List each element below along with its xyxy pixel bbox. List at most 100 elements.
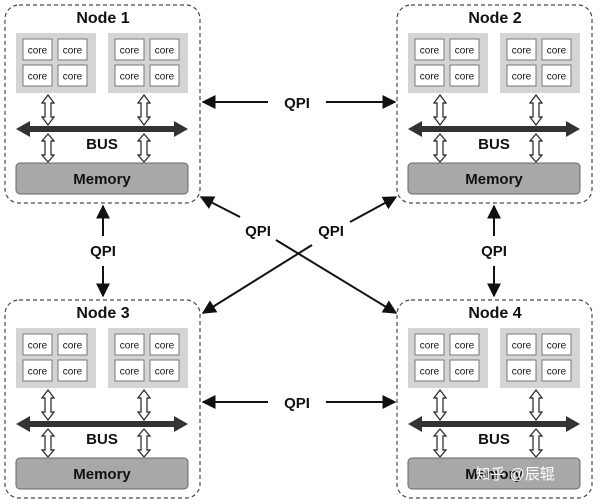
core-label: core [512, 46, 532, 57]
core-label: core [455, 46, 475, 57]
core-label: core [420, 341, 440, 352]
node-title: Node 3 [76, 305, 129, 322]
memory-label: Memory [73, 466, 131, 483]
core-box [541, 38, 572, 61]
memory-box [15, 162, 189, 195]
qpi-label-right: QPI [481, 243, 507, 260]
bus-arrow [16, 416, 188, 432]
double-arrow-icon [136, 94, 152, 126]
core-label: core [120, 367, 140, 378]
core-label: core [155, 46, 175, 57]
memory-label: Memory [465, 466, 523, 483]
core-box [414, 38, 445, 61]
core-box [57, 64, 88, 87]
double-arrow-icon [432, 428, 448, 458]
core-box [22, 38, 53, 61]
core-label: core [512, 72, 532, 83]
qpi-link-diagonal-b [201, 244, 313, 314]
core-box [506, 38, 537, 61]
core-label: core [547, 72, 567, 83]
double-arrow-icon [40, 389, 56, 421]
double-arrow-icon [432, 389, 448, 421]
core-box [22, 64, 53, 87]
qpi-label-top: QPI [284, 95, 310, 112]
bus-label: BUS [478, 136, 510, 153]
qpi-link-diagonal-b [349, 196, 398, 223]
core-box [506, 333, 537, 356]
double-arrow-icon [432, 94, 448, 126]
core-label: core [63, 46, 83, 57]
double-arrow-icon [136, 133, 152, 163]
bus-arrow [408, 416, 580, 432]
core-box [114, 359, 145, 382]
core-label: core [120, 341, 140, 352]
node-border [396, 4, 593, 204]
node-title: Node 1 [76, 10, 129, 27]
bus-label: BUS [478, 431, 510, 448]
watermark: 知乎 @辰辊 [475, 466, 554, 483]
bus-arrow [16, 121, 188, 137]
qpi-link-diagonal-a [199, 196, 241, 218]
core-label: core [120, 72, 140, 83]
core-box [114, 64, 145, 87]
core-label: core [28, 72, 48, 83]
node-title: Node 4 [468, 305, 521, 322]
node-3: Node 3 core core core core core core cor… [4, 299, 201, 499]
core-box [449, 38, 480, 61]
memory-label: Memory [465, 171, 523, 188]
core-box [22, 359, 53, 382]
bus-label: BUS [86, 136, 118, 153]
qpi-label-diagonal-a: QPI [245, 223, 271, 240]
core-label: core [512, 341, 532, 352]
memory-box [407, 457, 581, 490]
node-border [4, 4, 201, 204]
core-label: core [420, 72, 440, 83]
core-label: core [455, 367, 475, 378]
core-box [149, 333, 180, 356]
core-label: core [28, 367, 48, 378]
double-arrow-icon [432, 133, 448, 163]
core-box [449, 359, 480, 382]
core-box [149, 64, 180, 87]
memory-box [15, 457, 189, 490]
core-box [149, 359, 180, 382]
double-arrow-icon [40, 428, 56, 458]
core-box [541, 333, 572, 356]
core-box [414, 359, 445, 382]
core-box [149, 38, 180, 61]
bus-arrow [408, 121, 580, 137]
core-box [449, 333, 480, 356]
core-label: core [63, 367, 83, 378]
qpi-label-left: QPI [90, 243, 116, 260]
node-border [4, 299, 201, 499]
memory-box [407, 162, 581, 195]
core-box [114, 333, 145, 356]
core-box [541, 64, 572, 87]
core-box [57, 333, 88, 356]
bus-label: BUS [86, 431, 118, 448]
core-box [414, 333, 445, 356]
core-label: core [120, 46, 140, 57]
core-label: core [155, 72, 175, 83]
core-label: core [547, 367, 567, 378]
double-arrow-icon [528, 428, 544, 458]
qpi-link-diagonal-a [275, 239, 398, 314]
core-box [57, 38, 88, 61]
core-label: core [63, 72, 83, 83]
core-label: core [512, 367, 532, 378]
double-arrow-icon [40, 94, 56, 126]
double-arrow-icon [136, 428, 152, 458]
node-4: Node 4 core core core core core core cor… [396, 299, 593, 499]
core-label: core [455, 341, 475, 352]
core-box [114, 38, 145, 61]
core-label: core [28, 341, 48, 352]
double-arrow-icon [528, 94, 544, 126]
node-2: Node 2 core core core core core core cor… [396, 4, 593, 204]
core-label: core [63, 341, 83, 352]
double-arrow-icon [40, 133, 56, 163]
core-label: core [547, 341, 567, 352]
core-label: core [28, 46, 48, 57]
double-arrow-icon [528, 389, 544, 421]
core-label: core [420, 367, 440, 378]
